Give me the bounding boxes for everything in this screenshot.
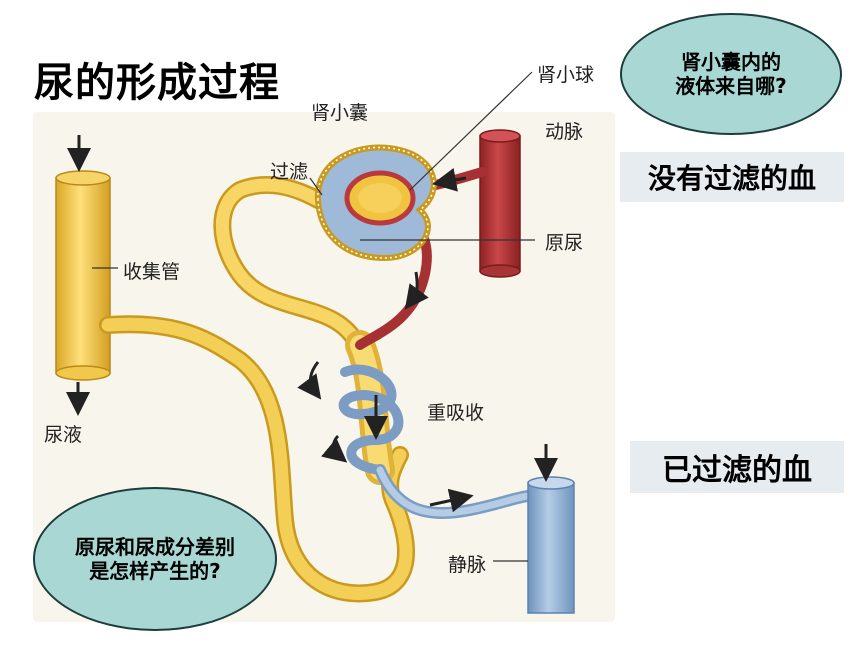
label-primary-urine: 原尿 bbox=[545, 232, 584, 254]
label-unfiltered-blood: 没有过滤的血 bbox=[620, 152, 844, 202]
leader-lines bbox=[92, 71, 535, 562]
question-top-line1: 肾小囊内的 bbox=[680, 50, 781, 74]
label-urine: 尿液 bbox=[44, 424, 83, 446]
label-artery: 动脉 bbox=[545, 121, 584, 143]
question-bubble-bottom: 原尿和尿成分差别 是怎样产生的? bbox=[33, 487, 277, 631]
question-bottom-line1: 原尿和尿成分差别 bbox=[75, 535, 235, 559]
question-bottom-line2: 是怎样产生的? bbox=[89, 559, 221, 583]
label-glomerulus: 肾小球 bbox=[537, 64, 595, 86]
collecting-duct bbox=[55, 170, 111, 381]
question-bubble-top: 肾小囊内的 液体来自哪? bbox=[620, 13, 842, 135]
peritubular-capillary bbox=[338, 364, 404, 475]
renal-capsule bbox=[314, 144, 437, 262]
flow-arrows bbox=[66, 135, 558, 513]
question-top-line2: 液体来自哪? bbox=[675, 74, 787, 98]
label-capsule: 肾小囊 bbox=[311, 102, 369, 124]
page-title: 尿的形成过程 bbox=[34, 60, 280, 106]
label-vein: 静脉 bbox=[448, 554, 487, 576]
artery bbox=[479, 129, 521, 278]
label-reabsorption: 重吸收 bbox=[427, 402, 485, 424]
vein bbox=[527, 476, 575, 614]
label-filtration: 过滤 bbox=[270, 161, 309, 183]
vein-capillary bbox=[374, 464, 546, 520]
label-collecting-duct: 收集管 bbox=[123, 261, 181, 283]
label-filtered-blood: 已过滤的血 bbox=[630, 441, 844, 493]
